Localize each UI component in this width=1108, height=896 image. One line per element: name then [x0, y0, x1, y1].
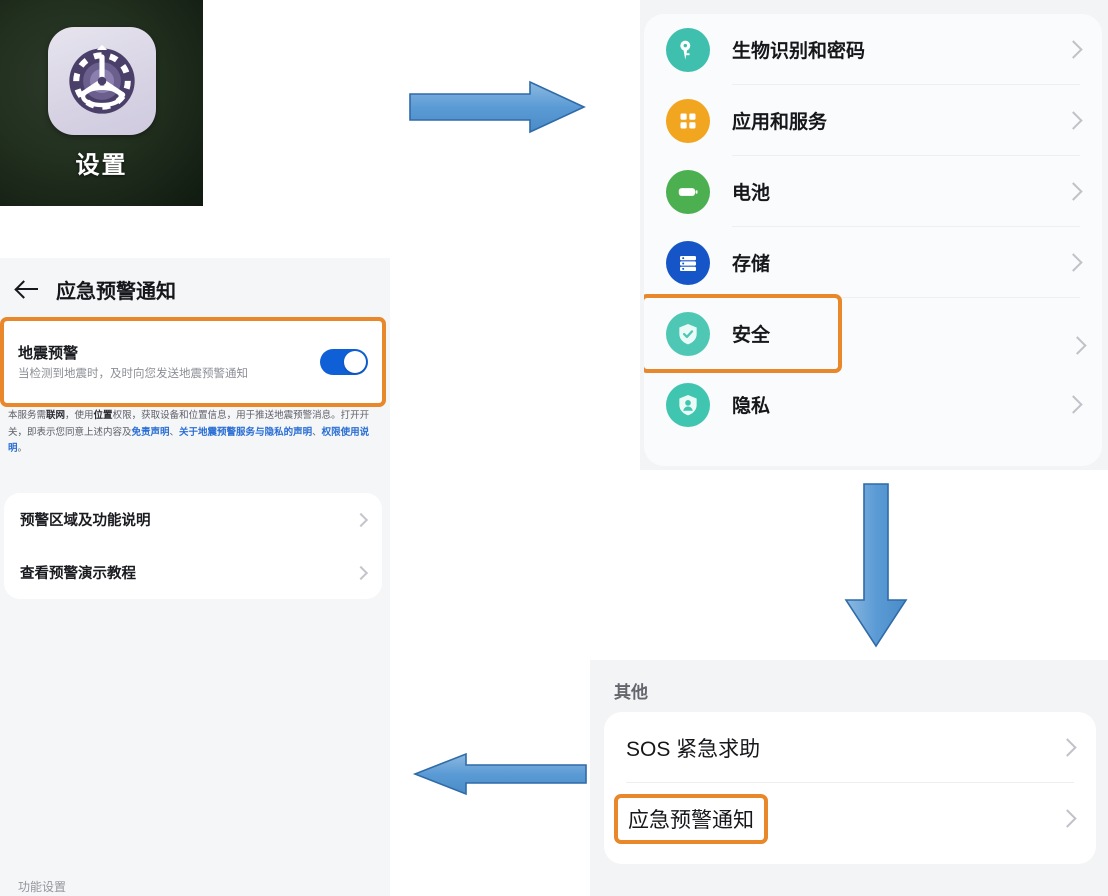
sidebar-item-label: 存储 [732, 254, 771, 275]
list-item-emergency-alert-notification[interactable]: 应急预警通知 [604, 783, 1096, 854]
chevron-right-icon [1064, 253, 1083, 272]
shield-check-icon [666, 311, 710, 356]
divider [732, 226, 1080, 227]
sidebar-item-privacy[interactable]: 隐私 [644, 369, 1102, 440]
divider [732, 84, 1080, 85]
chevron-right-icon [1058, 809, 1077, 828]
sidebar-item-label: 电池 [732, 183, 771, 204]
service-statement-link[interactable]: 关于地震预警服务 [179, 426, 256, 438]
divider [626, 782, 1074, 783]
arrow-right-to-settings [409, 80, 586, 134]
battery-icon [666, 169, 710, 214]
earthquake-warning-title: 地震预警 [18, 344, 79, 362]
gear-icon [47, 26, 156, 135]
other-card: SOS 紧急求助 应急预警通知 [604, 712, 1096, 864]
chevron-right-icon [353, 565, 369, 580]
chevron-right-icon [1064, 111, 1083, 130]
earthquake-warning-subtitle: 当检测到地震时，及时向您发送地震预警通知 [18, 367, 248, 380]
settings-list-panel: 生物识别和密码 应用和服务 [640, 0, 1108, 470]
key-icon [666, 27, 710, 72]
other-section-panel: 其他 SOS 紧急求助 应急预警通知 [590, 660, 1108, 896]
sidebar-item-security[interactable]: 安全 [644, 294, 842, 373]
settings-app-tile[interactable]: 设置 [0, 0, 203, 206]
chevron-right-icon [1068, 336, 1087, 355]
privacy-statement-link[interactable]: 与隐私的声明 [255, 426, 313, 438]
sidebar-item-label: 生物识别和密码 [732, 41, 866, 62]
chevron-right-icon [1064, 395, 1083, 414]
privacy-lock-icon [666, 382, 710, 427]
arrow-down-to-other [844, 483, 908, 648]
list-item-demo-tutorial[interactable]: 查看预警演示教程 [4, 546, 382, 599]
legal-disclaimer-text: 本服务需联网，使用位置权限，获取设备和位置信息，用于推送地震预警消息。打开开关，… [8, 410, 370, 455]
chevron-right-icon [1064, 40, 1083, 59]
sidebar-item-label: 应用和服务 [732, 112, 828, 133]
earthquake-warning-toggle[interactable] [320, 349, 368, 375]
divider [732, 297, 1080, 298]
storage-icon [666, 240, 710, 285]
detail-header: 应急预警通知 [0, 258, 390, 320]
sidebar-item-storage[interactable]: 存储 [644, 227, 1102, 298]
chevron-right-icon [1064, 182, 1083, 201]
permission-usage-link[interactable]: 权限使用说明 [8, 426, 370, 455]
sidebar-item-biometrics[interactable]: 生物识别和密码 [644, 14, 1102, 85]
sidebar-item-apps-services[interactable]: 应用和服务 [644, 85, 1102, 156]
sidebar-item-label: 隐私 [732, 396, 771, 417]
grid-apps-icon [666, 98, 710, 143]
back-arrow-icon[interactable] [14, 276, 40, 302]
emergency-alert-detail-panel: 应急预警通知 地震预警 当检测到地震时，及时向您发送地震预警通知 本服务需联网，… [0, 258, 390, 896]
arrow-left-to-detail [412, 752, 587, 796]
function-section-header: 功能设置 [18, 880, 67, 894]
chevron-right-icon [1058, 738, 1077, 757]
earthquake-warning-row[interactable]: 地震预警 当检测到地震时，及时向您发送地震预警通知 [0, 317, 386, 407]
emergency-alert-label-highlight[interactable]: 应急预警通知 [614, 793, 768, 844]
other-section-header: 其他 [614, 683, 648, 702]
sidebar-item-label: 安全 [732, 325, 771, 346]
settings-app-label: 设置 [75, 151, 128, 179]
page-title: 应急预警通知 [56, 280, 176, 303]
list-item-sos[interactable]: SOS 紧急求助 [604, 712, 1096, 783]
disclaimer-link[interactable]: 免责声明 [131, 426, 170, 438]
list-item-warning-area[interactable]: 预警区域及功能说明 [4, 493, 382, 546]
sidebar-item-battery[interactable]: 电池 [644, 156, 1102, 227]
settings-card: 生物识别和密码 应用和服务 [644, 14, 1102, 466]
divider [732, 155, 1080, 156]
info-card: 预警区域及功能说明 查看预警演示教程 [4, 493, 382, 599]
chevron-right-icon [353, 512, 369, 527]
